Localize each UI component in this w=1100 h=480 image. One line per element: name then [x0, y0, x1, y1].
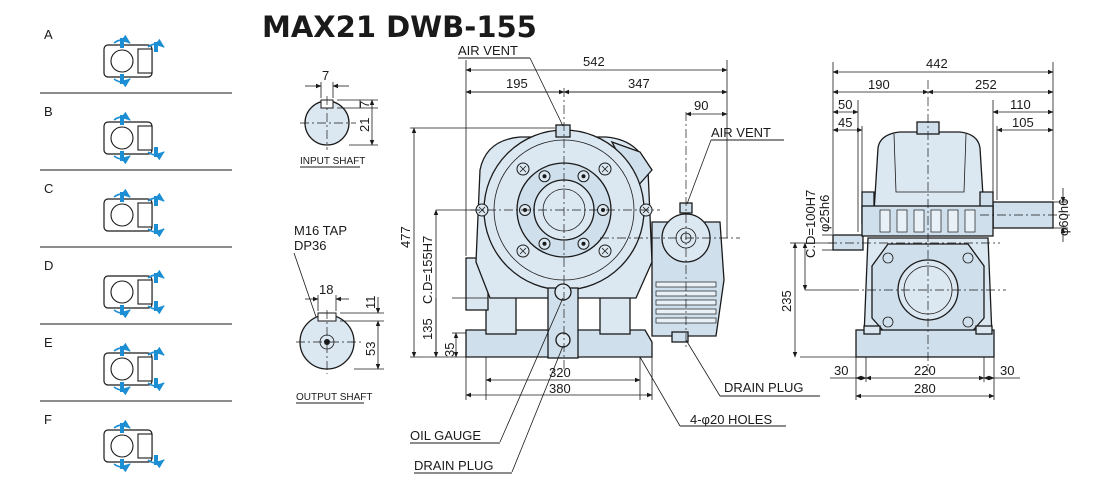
- front-left-width: 195: [506, 76, 528, 91]
- holes-label: 4-φ20 HOLES: [690, 412, 772, 427]
- shaft-marker-icon: [154, 147, 158, 157]
- front-right-width: 347: [628, 76, 650, 91]
- mounting-letter: F: [44, 412, 52, 427]
- shaft-marker-icon: [120, 346, 124, 356]
- mounting-position-b: B: [44, 104, 165, 165]
- gearbox-orientation-icon: [103, 419, 165, 473]
- shaft-marker-icon: [120, 459, 124, 469]
- side-view: 442 190 252 50 45 110 105 C.D=100H7 φ25h…: [779, 56, 1071, 400]
- front-view: 542 195 347 90 AIR VENT AIR VENT 477 C.D…: [398, 43, 820, 474]
- bolt-icon: [516, 244, 530, 258]
- gearbox-orientation-icon: [103, 188, 165, 238]
- mounting-position-c: C: [44, 181, 165, 238]
- side-foot-total: 280: [914, 381, 936, 396]
- input-shaft-height: 21: [357, 118, 372, 132]
- front-base-thickness: 35: [442, 343, 457, 357]
- shaft-marker-icon: [120, 151, 124, 161]
- cooling-fin: [913, 209, 925, 233]
- side-shaft-small: φ25h6: [817, 195, 832, 232]
- shaft-marker-icon: [120, 305, 124, 315]
- shaft-marker-icon: [120, 38, 124, 48]
- mounting-position-list: A B C D E F: [40, 27, 232, 473]
- mounting-letter: C: [44, 181, 53, 196]
- shaft-marker-icon: [120, 115, 124, 125]
- shaft-marker-icon: [154, 301, 158, 311]
- bolt-icon: [577, 170, 590, 183]
- mounting-position-d: D: [44, 258, 165, 319]
- shaft-marker-icon: [154, 455, 158, 465]
- mounting-letter: D: [44, 258, 53, 273]
- oil-gauge-label: OIL GAUGE: [410, 428, 481, 443]
- gearbox-orientation-icon: [103, 269, 165, 319]
- bolt-icon: [516, 162, 530, 176]
- side-foot-left: 30: [834, 363, 848, 378]
- side-right-width: 252: [975, 77, 997, 92]
- gearbox-orientation-icon: [103, 111, 165, 165]
- gearbox-orientation-icon: [103, 34, 165, 88]
- front-height-total: 477: [398, 226, 413, 248]
- mounting-letter: B: [44, 104, 53, 119]
- mounting-position-a: A: [44, 27, 165, 88]
- shaft-marker-icon: [120, 192, 124, 202]
- shaft-marker-icon: [154, 196, 158, 206]
- front-motor-offset: 90: [694, 98, 708, 113]
- cooling-fin: [947, 209, 959, 233]
- front-center-distance: C.D=155H7: [420, 236, 435, 304]
- shaft-marker-icon: [154, 350, 158, 360]
- side-left-shaft-a: 50: [838, 97, 852, 112]
- side-cd-input: C.D=100H7: [803, 190, 818, 258]
- cooling-fin: [930, 209, 942, 233]
- mounting-letter: E: [44, 335, 53, 350]
- bolt-icon: [538, 237, 551, 250]
- bolt-icon: [577, 237, 590, 250]
- air-vent-top-label: AIR VENT: [458, 43, 518, 58]
- front-foot-outer: 380: [549, 381, 571, 396]
- shaft-marker-icon: [120, 74, 124, 84]
- input-shaft-detail: 7 7 21 INPUT SHAFT: [300, 68, 378, 168]
- output-key-width: 18: [319, 282, 333, 297]
- shaft-marker-icon: [120, 382, 124, 392]
- shaft-marker-icon: [154, 224, 158, 234]
- bolt-icon: [538, 170, 551, 183]
- input-key-width: 7: [322, 68, 329, 83]
- cooling-fin: [879, 209, 891, 233]
- input-key-depth: 7: [357, 101, 372, 108]
- output-shaft-detail: M16 TAP DP36 18 11 53 OUTPUT SHAFT: [293, 223, 384, 404]
- front-foot-inner: 320: [549, 365, 571, 380]
- output-tap-depth: DP36: [294, 238, 327, 253]
- output-shaft-label: OUTPUT SHAFT: [296, 392, 372, 403]
- output-key-depth: 11: [363, 296, 378, 310]
- output-tap-label: M16 TAP: [294, 223, 347, 238]
- bolt-icon: [598, 244, 612, 258]
- gearbox-orientation-icon: [103, 342, 165, 396]
- air-vent-right-label: AIR VENT: [711, 125, 771, 140]
- output-shaft-height: 53: [363, 342, 378, 356]
- bolt-icon: [598, 162, 612, 176]
- model-title: MAX21 DWB-155: [262, 10, 537, 44]
- cooling-fin: [896, 209, 908, 233]
- side-foot-mid: 220: [914, 363, 936, 378]
- shaft-marker-icon: [154, 273, 158, 283]
- shaft-marker-icon: [154, 42, 158, 52]
- front-height-base: 135: [420, 318, 435, 340]
- drain-plug-bottom-label: DRAIN PLUG: [414, 458, 493, 473]
- mounting-letter: A: [44, 27, 53, 42]
- side-shaft-large: φ60h6: [1056, 199, 1071, 236]
- side-overall-width: 442: [926, 56, 948, 71]
- shaft-marker-icon: [154, 378, 158, 388]
- drain-plug-right-label: DRAIN PLUG: [724, 380, 803, 395]
- side-left-shaft-b: 45: [838, 115, 852, 130]
- side-height-235: 235: [779, 290, 794, 312]
- input-shaft-label: INPUT SHAFT: [300, 156, 365, 167]
- side-right-shaft-b: 105: [1012, 115, 1034, 130]
- side-foot-right: 30: [1000, 363, 1014, 378]
- shaft-marker-icon: [120, 423, 124, 433]
- mounting-position-f: F: [44, 412, 165, 473]
- front-overall-width: 542: [583, 54, 605, 69]
- mounting-position-e: E: [44, 335, 165, 396]
- cooling-fin: [964, 209, 976, 233]
- side-right-shaft-a: 110: [1010, 97, 1031, 112]
- side-left-width: 190: [868, 77, 890, 92]
